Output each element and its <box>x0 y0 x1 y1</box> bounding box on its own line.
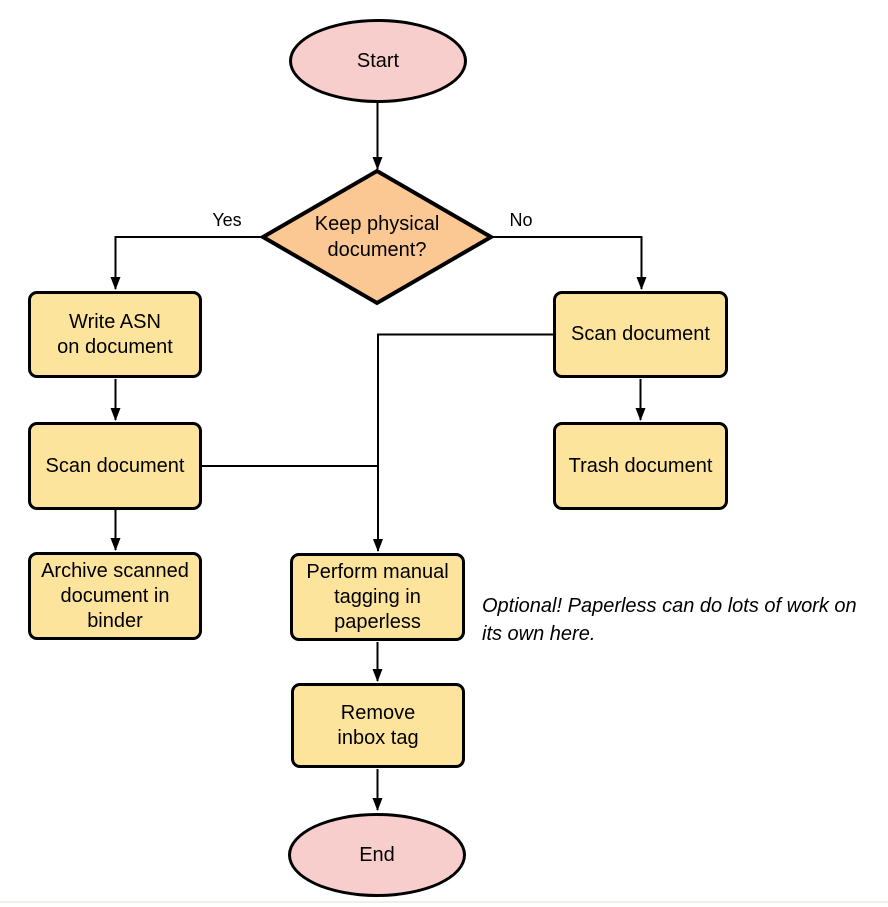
node-perform-manual-tagging: Perform manual tagging in paperless <box>290 553 465 641</box>
node-archive-scanned-document: Archive scanned document in binder <box>28 552 202 640</box>
node-start-label: Start <box>356 49 400 72</box>
node-remove-inbox-tag: Remove inbox tag <box>291 683 465 768</box>
edge-label-yes: Yes <box>212 210 242 230</box>
node-scan-right-label: Scan document <box>571 323 710 345</box>
node-start: Start <box>289 19 467 103</box>
node-decision-label: Keep physical document? <box>314 213 440 261</box>
node-write-asn-on-document: Write ASN on document <box>28 291 202 378</box>
node-trash-document: Trash document <box>553 422 728 510</box>
edge-decision-yes-to-write-asn <box>110 236 264 290</box>
node-perform-label: Perform manual tagging in paperless <box>306 560 449 633</box>
node-remove-label: Remove inbox tag <box>337 701 419 749</box>
node-trash-label: Trash document <box>568 454 713 477</box>
edge-label-no: No <box>509 210 533 230</box>
bottom-divider-line <box>0 901 888 903</box>
node-end: End <box>288 813 466 897</box>
edge-scan-right-to-perform-tagging <box>373 333 553 552</box>
decision-diamond-shape <box>259 168 495 306</box>
node-scan-document-right: Scan document <box>553 291 728 378</box>
node-scan-left-label: Scan document <box>45 454 185 477</box>
edge-decision-no-to-scan-right <box>490 236 647 290</box>
node-archive-label: Archive scanned document in binder <box>41 559 189 632</box>
optional-note-text: Optional! Paperless can do lots of work … <box>482 595 857 645</box>
node-write-asn-label: Write ASN on document <box>57 310 173 358</box>
node-scan-document-left: Scan document <box>28 422 202 510</box>
node-end-label: End <box>359 843 395 866</box>
